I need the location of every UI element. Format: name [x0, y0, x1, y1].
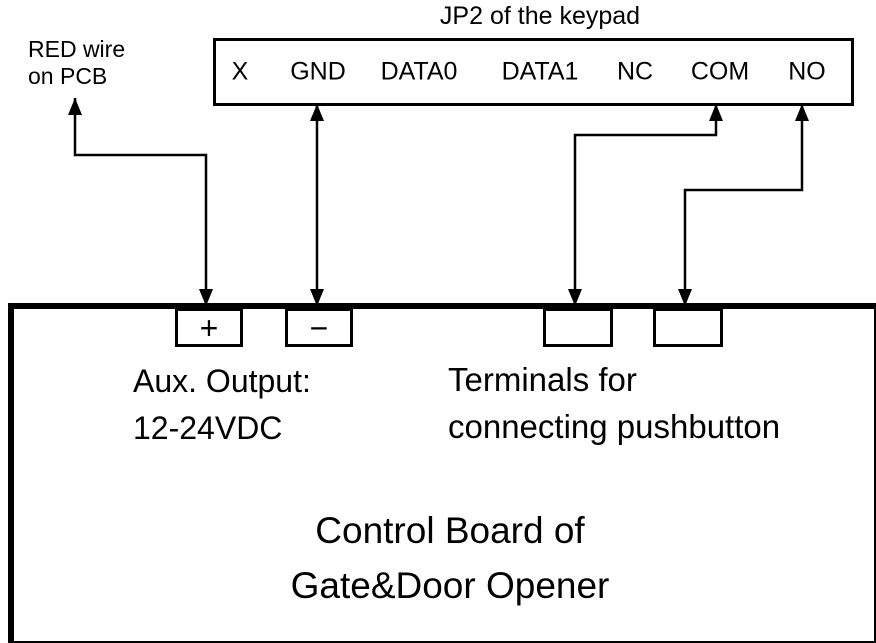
com-wire: [568, 104, 723, 306]
terminal-com: COM: [690, 57, 750, 86]
terminal-data1: DATA1: [501, 57, 579, 86]
keypad-title: JP2 of the keypad: [439, 2, 641, 30]
terminal-nc: NC: [616, 57, 654, 86]
pushbutton-terminal-1: [543, 308, 613, 347]
terminal-data0: DATA0: [380, 57, 458, 86]
no-wire: [678, 104, 809, 306]
control-board-title: Control Board of Gate&Door Opener: [290, 510, 610, 606]
pushbutton-terminals-label: Terminals for connecting pushbutton: [448, 361, 781, 445]
red-wire-label: RED wire on PCB: [28, 36, 126, 89]
terminal-no: NO: [788, 57, 826, 86]
keypad-terminal-block: X GND DATA0 DATA1 NC COM NO: [213, 38, 854, 106]
aux-plus-terminal: +: [175, 308, 243, 347]
terminal-x: X: [231, 57, 249, 86]
aux-output-label: Aux. Output: 12-24VDC: [133, 363, 311, 446]
terminal-gnd: GND: [290, 57, 346, 86]
aux-minus-terminal: −: [285, 308, 353, 347]
control-board-box: [8, 303, 876, 643]
pushbutton-terminal-2: [653, 308, 723, 347]
red-wire: [68, 98, 213, 306]
